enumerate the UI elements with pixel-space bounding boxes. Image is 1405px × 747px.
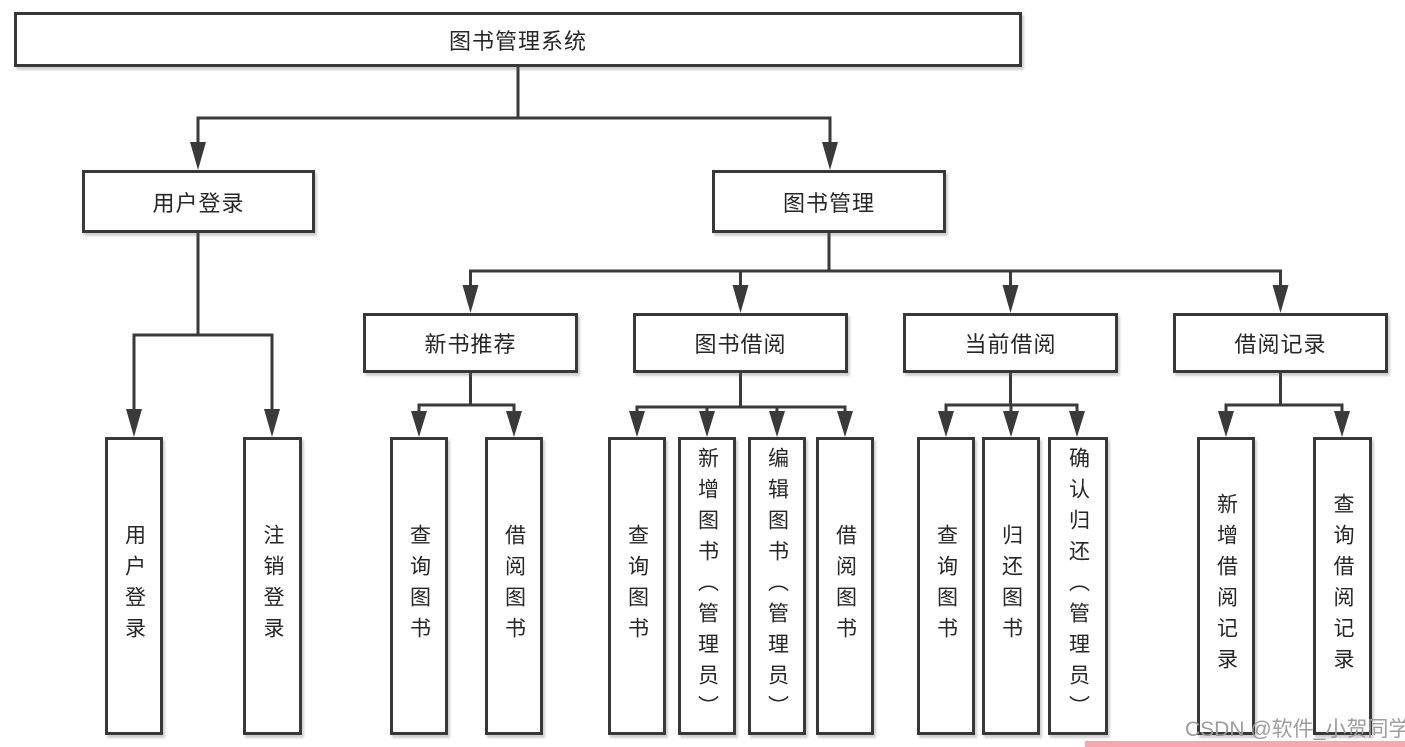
leaf-confirm-return-admin: 确认归还（管理员） (1048, 437, 1108, 735)
leaf-borrow-books-1: 借阅图书 (485, 437, 543, 735)
arrowhead (1003, 411, 1019, 437)
connector-user-login-branch (126, 233, 280, 437)
arrowhead (411, 411, 427, 437)
current-borrow-node: 当前借阅 (903, 313, 1118, 373)
leaf-query-borrow-record: 查询借阅记录 (1313, 437, 1372, 735)
leaf-logout-label: 注销登录 (261, 524, 284, 648)
user-login-node: 用户登录 (82, 170, 315, 233)
arrowhead (938, 411, 954, 437)
leaf-query-books-3-label: 查询图书 (934, 524, 958, 648)
leaf-query-books-2: 查询图书 (608, 437, 666, 735)
arrowhead (506, 411, 522, 437)
arrowhead (699, 411, 715, 437)
arrowhead (629, 411, 645, 437)
arrowhead (1069, 411, 1085, 437)
leaf-user-login-label: 用户登录 (122, 524, 146, 648)
arrowhead (1334, 411, 1350, 437)
leaf-edit-books-admin-label: 编辑图书（管理员） (765, 446, 789, 726)
book-borrow-node-label: 图书借阅 (694, 332, 787, 357)
arrowhead (126, 409, 142, 437)
leaf-add-books-admin: 新增图书（管理员） (678, 437, 736, 735)
csdn-watermark: CSDN @软件_小贺同学 (1185, 718, 1405, 741)
arrowhead (822, 142, 838, 170)
connector-root-to-level2 (190, 67, 838, 170)
new-book-rec-node-label: 新书推荐 (424, 332, 517, 357)
arrowhead (264, 409, 280, 437)
leaf-borrow-books-2-label: 借阅图书 (833, 524, 857, 648)
leaf-add-books-admin-label: 新增图书（管理员） (695, 446, 719, 726)
current-borrow-node-label: 当前借阅 (964, 332, 1057, 357)
user-login-node-label: 用户登录 (152, 190, 245, 216)
leaf-query-books-1-label: 查询图书 (407, 524, 431, 648)
root-node: 图书管理系统 (14, 12, 1022, 67)
book-mgmt-node-label: 图书管理 (782, 190, 875, 216)
leaf-query-books-1: 查询图书 (390, 437, 448, 735)
leaf-query-borrow-record-label: 查询借阅记录 (1331, 493, 1354, 679)
arrowhead (1002, 285, 1019, 313)
connector-current-borrow-children (938, 373, 1085, 437)
leaf-return-books-label: 归还图书 (999, 524, 1023, 648)
arrowhead (190, 142, 206, 170)
borrow-records-node: 借阅记录 (1173, 313, 1388, 373)
root-node-label: 图书管理系统 (448, 28, 587, 54)
arrowhead (769, 411, 785, 437)
leaf-borrow-books-2: 借阅图书 (816, 437, 874, 735)
new-book-rec-node: 新书推荐 (363, 313, 578, 373)
leaf-return-books: 归还图书 (982, 437, 1040, 735)
arrowhead (1272, 285, 1289, 313)
leaf-logout: 注销登录 (243, 437, 302, 735)
arrowhead (732, 285, 749, 313)
borrow-records-node-label: 借阅记录 (1234, 332, 1327, 357)
connector-book-borrow-children (629, 373, 853, 437)
book-borrow-node: 图书借阅 (633, 313, 848, 373)
leaf-user-login: 用户登录 (105, 437, 163, 735)
leaf-confirm-return-admin-label: 确认归还（管理员） (1066, 446, 1090, 726)
connector-borrow-records-children (1218, 373, 1350, 437)
leaf-edit-books-admin: 编辑图书（管理员） (748, 437, 806, 735)
arrowhead (462, 285, 479, 313)
leaf-add-borrow-record-label: 新增借阅记录 (1214, 493, 1238, 679)
arrowhead (1218, 411, 1234, 437)
leaf-query-books-3: 查询图书 (917, 437, 975, 735)
connector-new-book-rec-children (411, 373, 522, 437)
leaf-add-borrow-record: 新增借阅记录 (1197, 437, 1255, 735)
watermark-highlight-strip (1085, 741, 1405, 747)
book-mgmt-node: 图书管理 (712, 170, 946, 233)
arrowhead (837, 411, 853, 437)
leaf-borrow-books-1-label: 借阅图书 (502, 524, 526, 648)
leaf-query-books-2-label: 查询图书 (625, 524, 649, 648)
connector-book-mgmt-branch (462, 233, 1289, 313)
